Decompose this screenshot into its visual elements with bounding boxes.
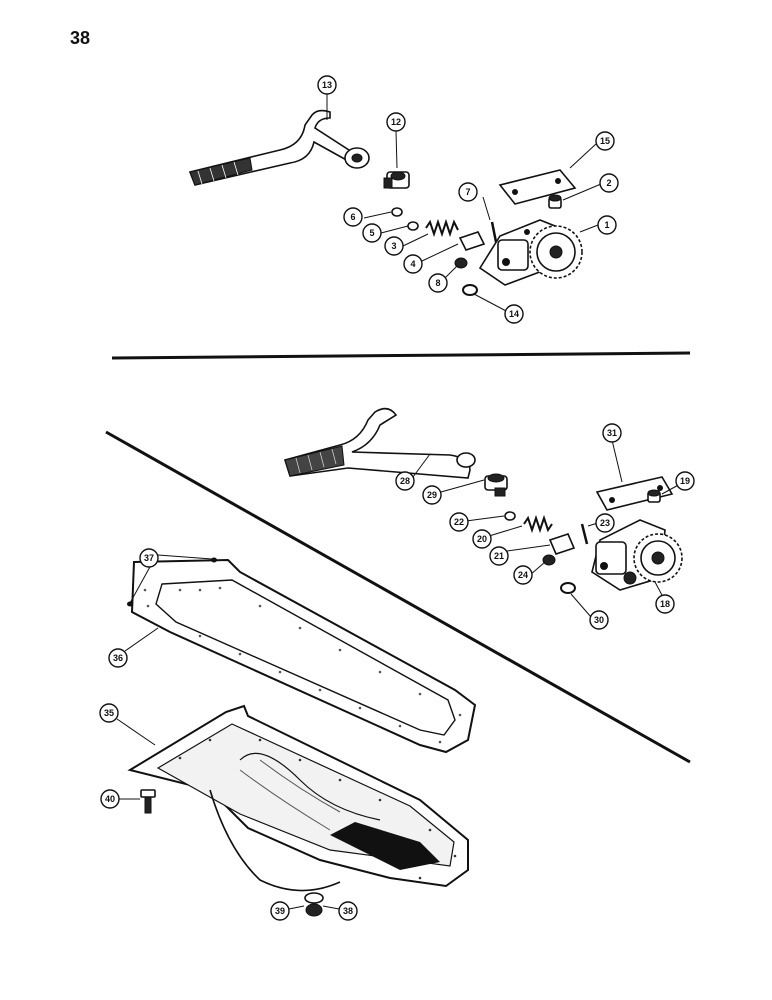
svg-text:23: 23 [600, 518, 610, 528]
callout-18: 18 [655, 594, 675, 614]
plug-alt [542, 554, 556, 566]
callout-30: 30 [589, 610, 609, 630]
callout-7: 7 [458, 182, 478, 202]
spring [425, 218, 459, 238]
svg-text:3: 3 [391, 241, 396, 251]
callout-5: 5 [362, 223, 382, 243]
callout-37: 37 [139, 548, 159, 568]
oil-pump-body [478, 219, 583, 286]
svg-text:7: 7 [465, 187, 470, 197]
svg-text:4: 4 [410, 259, 415, 269]
callout-13: 13 [317, 75, 337, 95]
oil-pan-bolt [140, 789, 156, 814]
svg-text:40: 40 [105, 794, 115, 804]
callout-23: 23 [595, 513, 615, 533]
callout-38: 38 [338, 901, 358, 921]
svg-text:2: 2 [606, 178, 611, 188]
callout-6: 6 [343, 207, 363, 227]
svg-text:24: 24 [518, 570, 528, 580]
fitting-alt [484, 473, 508, 497]
dowel-alt [647, 489, 661, 503]
pin [490, 221, 498, 243]
callout-14: 14 [504, 304, 524, 324]
svg-text:19: 19 [680, 476, 690, 486]
oil-suction-tube [188, 109, 370, 186]
svg-text:37: 37 [144, 553, 154, 563]
fitting [383, 171, 410, 189]
oil-pan [127, 704, 469, 892]
callout-39: 39 [270, 901, 290, 921]
svg-text:30: 30 [594, 615, 604, 625]
washer [407, 221, 419, 231]
cover-plate [498, 169, 577, 205]
drain-washer [304, 892, 324, 904]
lower-oil-pump-assembly [283, 407, 683, 594]
oil-pump-body-alt [591, 519, 683, 591]
svg-text:5: 5 [369, 228, 374, 238]
svg-text:28: 28 [400, 476, 410, 486]
plug [454, 257, 468, 269]
svg-text:20: 20 [477, 534, 487, 544]
callout-29: 29 [422, 485, 442, 505]
relief-valve-alt [548, 533, 576, 555]
svg-text:12: 12 [391, 117, 401, 127]
svg-text:35: 35 [104, 708, 114, 718]
svg-text:8: 8 [435, 278, 440, 288]
callout-12: 12 [386, 112, 406, 132]
svg-text:29: 29 [427, 490, 437, 500]
callout-15: 15 [595, 131, 615, 151]
callout-35: 35 [99, 703, 119, 723]
svg-text:6: 6 [350, 212, 355, 222]
oil-suction-tube-alt [283, 407, 476, 479]
ball [391, 207, 403, 217]
spring-alt [523, 514, 553, 534]
callout-40: 40 [100, 789, 120, 809]
callout-21: 21 [489, 546, 509, 566]
callout-3: 3 [384, 236, 404, 256]
callout-24: 24 [513, 565, 533, 585]
callout-2: 2 [599, 173, 619, 193]
leader-lines [116, 94, 683, 910]
cover-plate-alt [595, 476, 674, 511]
callout-8: 8 [428, 273, 448, 293]
o-ring-alt [560, 582, 576, 594]
ball-alt [504, 511, 516, 521]
page-number: 38 [70, 28, 91, 48]
dowel [548, 194, 562, 209]
svg-text:22: 22 [454, 517, 464, 527]
callout-36: 36 [108, 648, 128, 668]
callout-19: 19 [675, 471, 695, 491]
svg-text:21: 21 [494, 551, 504, 561]
callout-4: 4 [403, 254, 423, 274]
oil-pan-gasket [127, 557, 477, 754]
relief-valve [458, 231, 486, 251]
drain-plug [305, 903, 323, 917]
callout-31: 31 [602, 423, 622, 443]
callout-22: 22 [449, 512, 469, 532]
pin-alt [580, 523, 589, 545]
callout-1: 1 [597, 215, 617, 235]
svg-text:15: 15 [600, 136, 610, 146]
diagonal-divider [105, 430, 691, 764]
o-ring [462, 284, 478, 296]
svg-text:38: 38 [343, 906, 353, 916]
svg-text:18: 18 [660, 599, 670, 609]
callout-20: 20 [472, 529, 492, 549]
svg-text:39: 39 [275, 906, 285, 916]
svg-text:13: 13 [322, 80, 332, 90]
svg-text:1: 1 [604, 220, 609, 230]
svg-text:14: 14 [509, 309, 519, 319]
svg-text:36: 36 [113, 653, 123, 663]
upper-oil-pump-assembly [188, 109, 583, 296]
svg-text:31: 31 [607, 428, 617, 438]
callout-28: 28 [395, 471, 415, 491]
horizontal-divider [111, 351, 691, 360]
